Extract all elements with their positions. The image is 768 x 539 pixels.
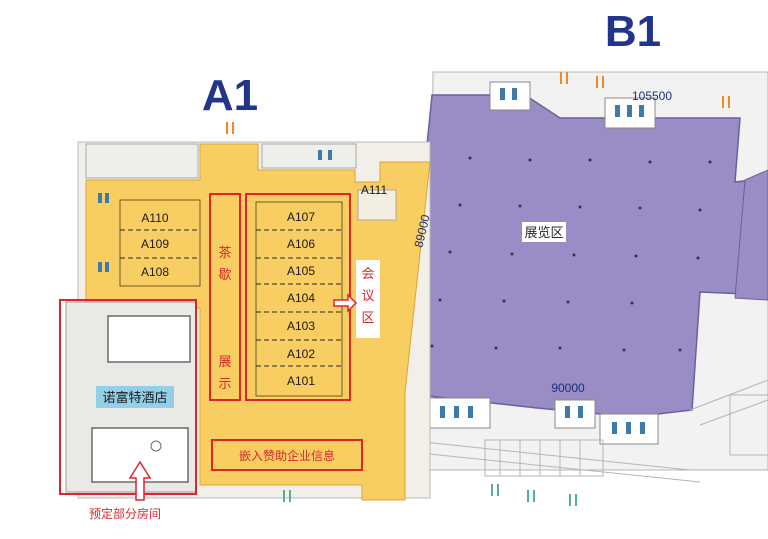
room-label-a104: A104	[287, 291, 315, 305]
hotel-room-upper	[107, 315, 191, 363]
room-label-a103: A103	[287, 319, 315, 333]
room-label-a111: A111	[361, 183, 388, 197]
service-strip-top-left	[85, 143, 199, 179]
meeting-area-char-2: 议	[361, 288, 374, 303]
concourse-lines	[404, 379, 768, 483]
exhibition-area-label-bg	[522, 222, 566, 242]
entrance-icon	[283, 484, 577, 506]
hall-a1-title: A1	[202, 71, 258, 120]
hotel-label-bg	[96, 386, 174, 408]
room-label-a106: A106	[287, 237, 315, 251]
rooms-a101-a107-block	[255, 201, 343, 397]
service-strip-top-right	[261, 143, 357, 169]
room-labels: A110 A109 A108 A107 A106 A105 A104 A103 …	[141, 183, 387, 388]
display-char-1: 展	[218, 354, 231, 369]
hall-b1	[391, 71, 768, 483]
hotel-label: 诺富特酒店	[102, 390, 167, 405]
meeting-area-char-3: 区	[361, 310, 374, 325]
hall-b1-title: B1	[605, 7, 661, 56]
hall-b2-edge	[734, 169, 768, 301]
hall-a1-restroom-icons	[98, 150, 332, 272]
room-label-a102: A102	[287, 347, 315, 361]
hall-a1	[65, 141, 431, 501]
dimension-bottom-width: 90000	[551, 381, 585, 395]
meeting-area-char-1: 会	[361, 266, 374, 281]
room-label-a101: A101	[287, 374, 315, 388]
tea-display-zone-box	[209, 193, 241, 401]
hall-b1-service-blocks	[429, 81, 659, 445]
hall-b1-restroom-icons	[440, 88, 645, 434]
room-label-a110: A110	[141, 211, 168, 225]
room-label-a105: A105	[287, 264, 315, 278]
column-grid	[430, 156, 712, 352]
meeting-area-arrow	[333, 293, 358, 313]
sponsor-info-box	[211, 439, 363, 471]
tea-break-char-2: 歇	[218, 267, 231, 282]
reserve-rooms-label: 预定部分房间	[89, 506, 161, 521]
rooms-a108-a110-block	[119, 199, 201, 287]
display-char-2: 示	[218, 376, 231, 391]
hotel-fountain	[150, 440, 162, 452]
exhibition-area-label: 展览区	[524, 225, 563, 240]
meeting-area-label-bg	[356, 260, 380, 338]
room-label-a109: A109	[141, 237, 169, 251]
entrance-markers	[226, 72, 730, 506]
sponsor-info-label: 嵌入赞助企业信息	[239, 448, 335, 463]
reserve-rooms-arrow	[128, 460, 152, 501]
tea-break-char-1: 茶	[218, 245, 231, 260]
entrance-icon	[226, 72, 730, 134]
room-a111-area	[357, 189, 397, 221]
dimension-top-width: 105500	[632, 89, 672, 103]
hotel-box	[59, 299, 197, 495]
room-label-a107: A107	[287, 210, 315, 224]
room-label-a108: A108	[141, 265, 169, 279]
